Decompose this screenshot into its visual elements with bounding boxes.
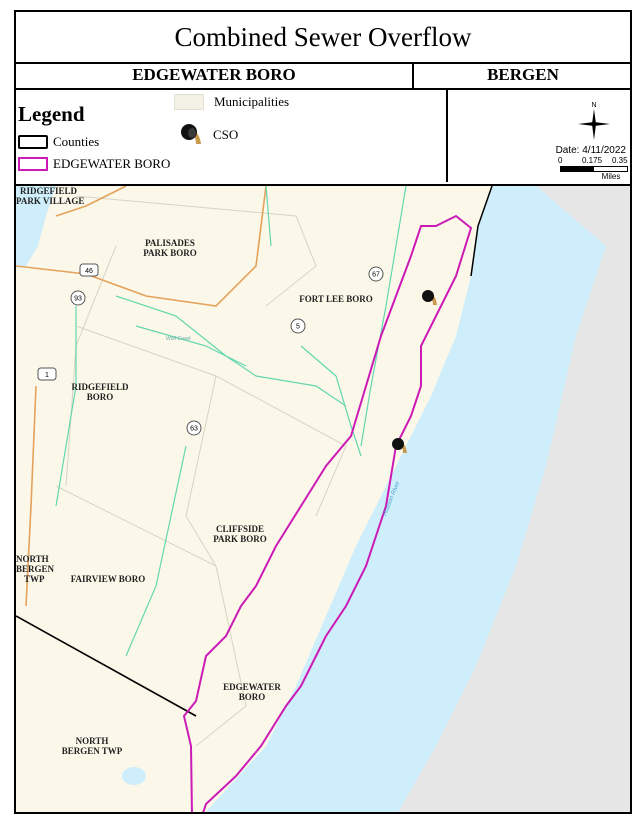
scale-tick-2: 0.35 [612,156,628,165]
legend-item-edgewater: EDGEWATER BORO [18,156,170,172]
legend-label-counties: Counties [53,134,100,149]
label-ridgefield-1: RIDGEFIELD [71,382,129,392]
label-cliffside-park-2: PARK BORO [213,534,267,544]
map-date: Date: 4/11/2022 [555,145,626,156]
county-name: BERGEN [487,65,559,84]
label-north-bergen-bottom-1: NORTH [76,736,109,746]
municipality-name: EDGEWATER BORO [16,62,414,88]
cso-marker-1[interactable] [422,290,437,305]
route-shields: 46 93 67 5 1 63 [37,263,384,436]
legend-label-edgewater: EDGEWATER BORO [53,156,171,171]
pond [122,767,146,785]
legend-item-municipalities: Municipalities [174,94,289,110]
label-wolf-creek: Wolf Creek [166,336,191,342]
svg-text:93: 93 [74,296,82,303]
map-info: N Date: 4/11/2022 0 0.175 0.35 Miles [448,90,630,182]
edgewater-boundary [182,214,473,812]
svg-text:46: 46 [85,268,93,275]
shield-rt5: 5 [290,318,306,334]
legend-item-counties: Counties [18,134,99,150]
label-north-bergen-bottom-2: BERGEN TWP [62,746,123,756]
scale-unit: Miles [601,172,621,181]
shield-us46: 46 [79,263,99,277]
county-boundary-ny [470,185,493,277]
map-layout-frame: Combined Sewer Overflow EDGEWATER BORO B… [14,10,632,814]
overpeck-creek [16,186,56,268]
shield-rt93: 93 [70,290,86,306]
legend-label-cso: CSO [213,127,239,142]
edgewater-swatch [18,157,48,171]
map-svg: 46 93 67 5 1 63 RIDGEFIELD PARK VILLAGE … [16,185,630,812]
label-north-bergen-top-2: BERGEN [16,564,55,574]
label-ridgefield-park-2: PARK VILLAGE [16,196,84,206]
label-palisades-park-2: PARK BORO [143,248,197,258]
label-edgewater-2: BORO [239,692,266,702]
scale-bar: 0 0.175 0.35 Miles [558,156,630,181]
label-fairview: FAIRVIEW BORO [71,574,146,584]
north-label: N [591,102,596,109]
shield-rt63: 63 [186,420,202,436]
map-title: Combined Sewer Overflow [16,12,630,64]
streams [55,185,407,657]
county-boundary [16,615,197,717]
label-north-bergen-top-3: TWP [24,574,45,584]
legend-item-cso: CSO [179,122,238,148]
svg-text:67: 67 [372,272,380,279]
svg-text:5: 5 [296,324,300,331]
cso-marker-2[interactable] [392,438,407,453]
scale-tick-1: 0.175 [582,156,603,165]
shield-us1: 1 [37,367,57,381]
highways [16,185,267,607]
label-north-bergen-top-1: NORTH [16,554,49,564]
legend: Legend Counties EDGEWATER BORO Municipal… [16,90,448,182]
label-palisades-park-1: PALISADES [145,238,195,248]
legend-title: Legend [18,102,85,126]
legend-label-municipalities: Municipalities [214,94,290,109]
label-fort-lee: FORT LEE BORO [299,294,373,304]
label-ridgefield-2: BORO [87,392,114,402]
header-row: EDGEWATER BORO BERGEN [16,62,630,90]
svg-text:1: 1 [45,372,49,379]
hudson-river [205,186,606,812]
counties-swatch [18,135,48,149]
new-york-land [398,186,630,812]
label-ridgefield-park-1: RIDGEFIELD [20,186,78,196]
municipalities-swatch [174,94,204,110]
label-cliffside-park-1: CLIFFSIDE [216,524,264,534]
place-labels: RIDGEFIELD PARK VILLAGE PALISADES PARK B… [16,186,373,756]
scale-tick-0: 0 [558,156,563,165]
label-edgewater-1: EDGEWATER [223,682,281,692]
map-canvas[interactable]: 46 93 67 5 1 63 RIDGEFIELD PARK VILLAGE … [16,184,630,812]
shield-rt67: 67 [368,266,384,282]
cso-pipe-icon [181,124,201,144]
north-arrow-icon: N [578,102,610,140]
svg-text:63: 63 [190,426,198,433]
